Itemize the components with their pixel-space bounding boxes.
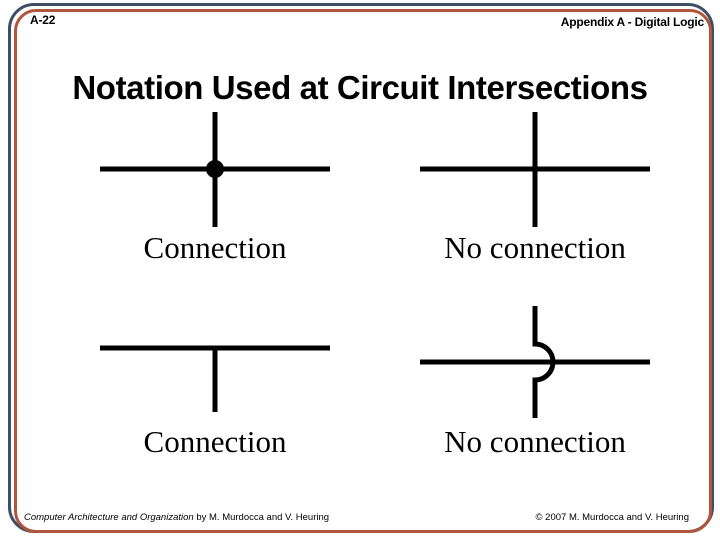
footer-attribution: Computer Architecture and Organization b… [24, 512, 329, 523]
figure-grid: Connection No connection Connection [0, 102, 720, 492]
figure-crossing-plain: No connection [375, 102, 695, 292]
figure-caption: No connection [444, 230, 626, 265]
footer-book-title: Computer Architecture and Organization [24, 512, 194, 523]
figure-crossing-hop: No connection [375, 302, 695, 492]
circuit-tee-junction-icon [55, 302, 375, 437]
figure-caption: Connection [143, 230, 287, 265]
footer-copyright: © 2007 M. Murdocca and V. Heuring [535, 512, 689, 523]
figure-crossing-with-dot: Connection [55, 102, 375, 292]
section-header: Appendix A - Digital Logic [560, 15, 704, 29]
slide-number: A-22 [30, 13, 56, 27]
figure-tee-junction: Connection [55, 302, 375, 492]
page-title: Notation Used at Circuit Intersections [72, 69, 648, 107]
footer-byline: by M. Murdocca and V. Heuring [193, 512, 330, 523]
circuit-junction-dot-icon [55, 102, 375, 237]
circuit-wire-hop-icon [375, 302, 695, 437]
figure-caption: No connection [444, 424, 626, 459]
circuit-crossing-plain-icon [375, 102, 695, 237]
figure-caption: Connection [143, 424, 287, 459]
